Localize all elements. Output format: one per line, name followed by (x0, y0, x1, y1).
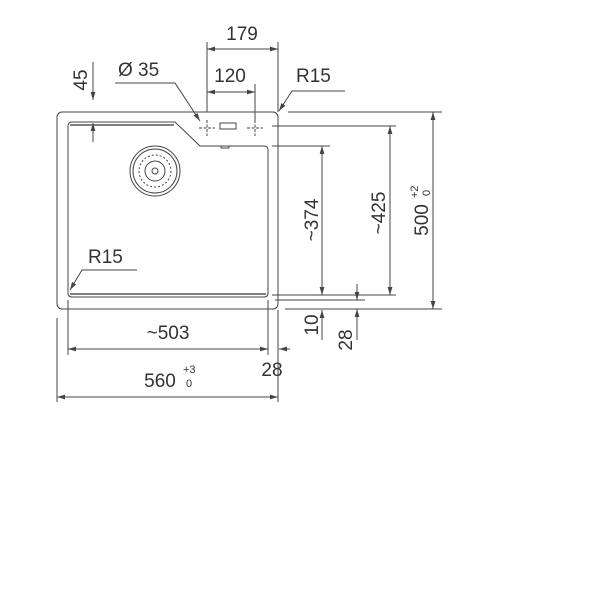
tap-hole-left-icon (199, 120, 215, 136)
tap-hole-right-icon (247, 120, 263, 136)
dim-side-offset: 28 (261, 360, 282, 381)
dim-bowl-outer-depth: ~425 (369, 192, 390, 235)
dim-overall-width-tol-lower: 0 (186, 378, 192, 390)
drain-strainer-icon (129, 145, 181, 197)
dim-bowl-width: ~503 (147, 323, 190, 344)
dim-bottom-margin: 10 (302, 314, 323, 335)
dim-overall-depth: 500 (412, 204, 433, 236)
dim-tap-span: 179 (226, 24, 258, 45)
dim-corner-radius-bowl: R15 (88, 247, 123, 268)
overflow-slot (219, 122, 237, 130)
dim-ledge-depth: 45 (71, 69, 92, 90)
bowl-outline (67, 121, 269, 298)
dim-bowl-depth: ~374 (302, 198, 323, 241)
dim-overall-depth-tol-upper: +2 (409, 185, 421, 198)
dim-overall-width: 560 (144, 371, 176, 392)
dim-corner-radius-top: R15 (296, 66, 331, 87)
sink-outline (56, 111, 279, 310)
dim-tap-hole-diameter: Ø 35 (118, 60, 159, 81)
dim-tap-spacing: 120 (214, 66, 246, 87)
dim-bottom-offset: 28 (336, 329, 357, 350)
dim-overall-depth-tol-lower: 0 (421, 190, 433, 196)
dim-overall-width-tol-upper: +3 (183, 364, 196, 376)
